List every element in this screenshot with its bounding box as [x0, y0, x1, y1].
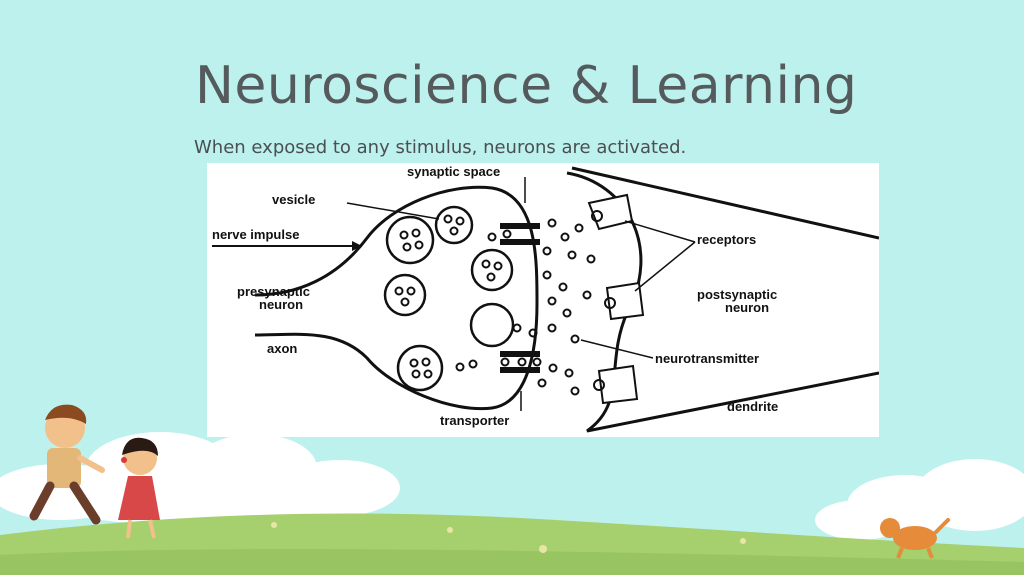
label-neurotransmitter: neurotransmitter — [655, 351, 759, 366]
vesicle-contents — [394, 214, 503, 379]
receptors — [587, 193, 645, 405]
label-vesicle: vesicle — [272, 192, 315, 207]
leader-lines — [346, 177, 696, 411]
boy-illustration — [29, 404, 105, 525]
flower-icons — [271, 522, 746, 553]
neurotransmitter-dots — [455, 218, 596, 396]
vesicles — [383, 205, 515, 392]
presynaptic-membrane — [254, 185, 539, 411]
slide-subtitle: When exposed to any stimulus, neurons ar… — [194, 137, 687, 158]
synapse-diagram-svg: synaptic space vesicle nerve impulse pre… — [212, 164, 880, 433]
label-nerve-impulse: nerve impulse — [212, 227, 299, 242]
girl-illustration — [118, 437, 160, 539]
label-presynaptic-line2: neuron — [259, 297, 303, 312]
dog-illustration — [880, 518, 950, 559]
label-dendrite: dendrite — [727, 399, 778, 414]
label-synaptic-space: synaptic space — [407, 164, 500, 179]
transporter-bars — [500, 223, 540, 373]
label-postsynaptic-line2: neuron — [725, 300, 769, 315]
slide-title: Neuroscience & Learning — [195, 56, 858, 116]
label-receptors: receptors — [697, 232, 756, 247]
label-transporter: transporter — [440, 413, 509, 428]
label-postsynaptic-line1: postsynaptic — [697, 287, 777, 302]
label-axon: axon — [267, 341, 297, 356]
synapse-diagram: synaptic space vesicle nerve impulse pre… — [207, 163, 880, 437]
label-presynaptic-line1: presynaptic — [237, 284, 310, 299]
